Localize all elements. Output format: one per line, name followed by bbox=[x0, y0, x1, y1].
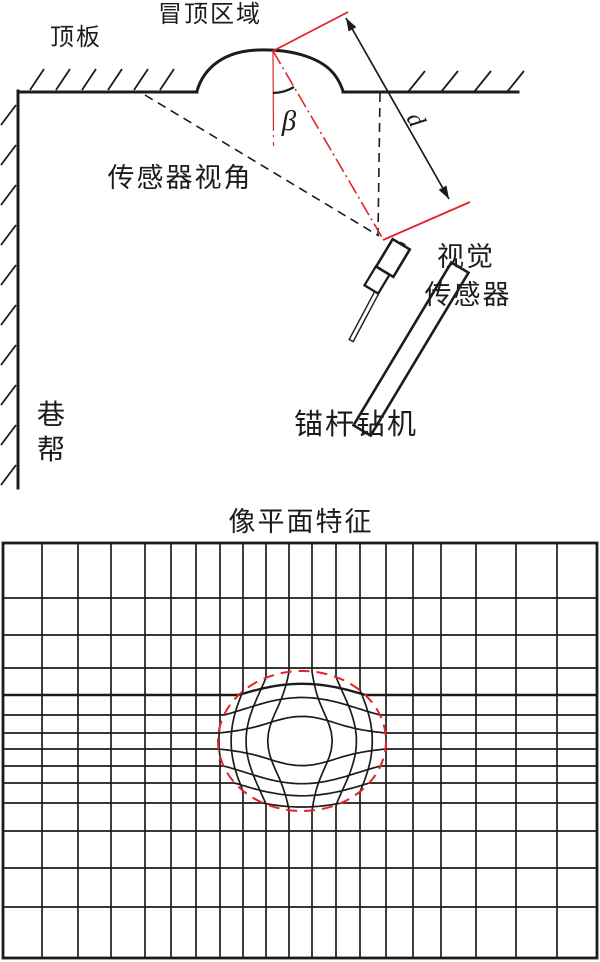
image-plane-grid bbox=[1, 541, 599, 960]
wall-label-char2: 帮 bbox=[37, 434, 67, 466]
distance-d-label: d bbox=[401, 108, 431, 132]
visual-sensor-label-line2: 传感器 bbox=[425, 280, 512, 310]
drill-machine-label: 锚杆钻机 bbox=[294, 408, 418, 441]
image-plane-title: 像平面特征 bbox=[229, 507, 374, 537]
roof-fall-area-label: 冒顶区域 bbox=[158, 1, 262, 28]
wall-label-char1: 巷 bbox=[37, 399, 67, 431]
beta-angle-label: β bbox=[281, 105, 297, 137]
top-diagram: 顶板 冒顶区域 传感器视角 β d 巷 帮 视觉 传感器 锚杆钻机 bbox=[0, 1, 525, 490]
roadway-section-drawing bbox=[0, 11, 525, 490]
sensor-view-angle-label: 传感器视角 bbox=[108, 163, 253, 193]
roof-label: 顶板 bbox=[50, 24, 102, 51]
visual-sensor-label-line1: 视觉 bbox=[437, 242, 495, 272]
image-plane-panel: 像平面特征 bbox=[1, 507, 599, 960]
